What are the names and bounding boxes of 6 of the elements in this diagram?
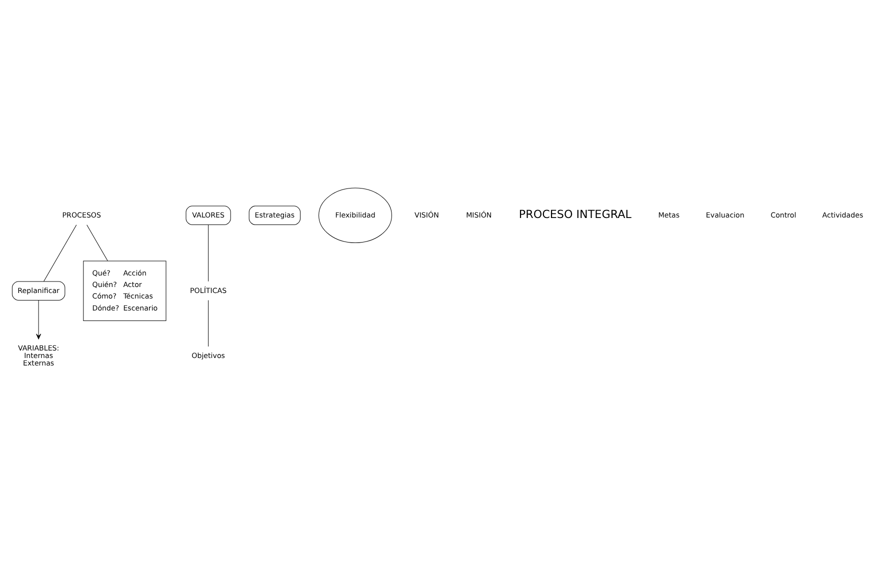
arrow: [36, 300, 42, 340]
connector: [44, 224, 77, 282]
connector: [86, 224, 108, 262]
label: PROCESO INTEGRAL: [518, 208, 632, 222]
connector: [208, 224, 209, 282]
connector: [208, 300, 209, 347]
